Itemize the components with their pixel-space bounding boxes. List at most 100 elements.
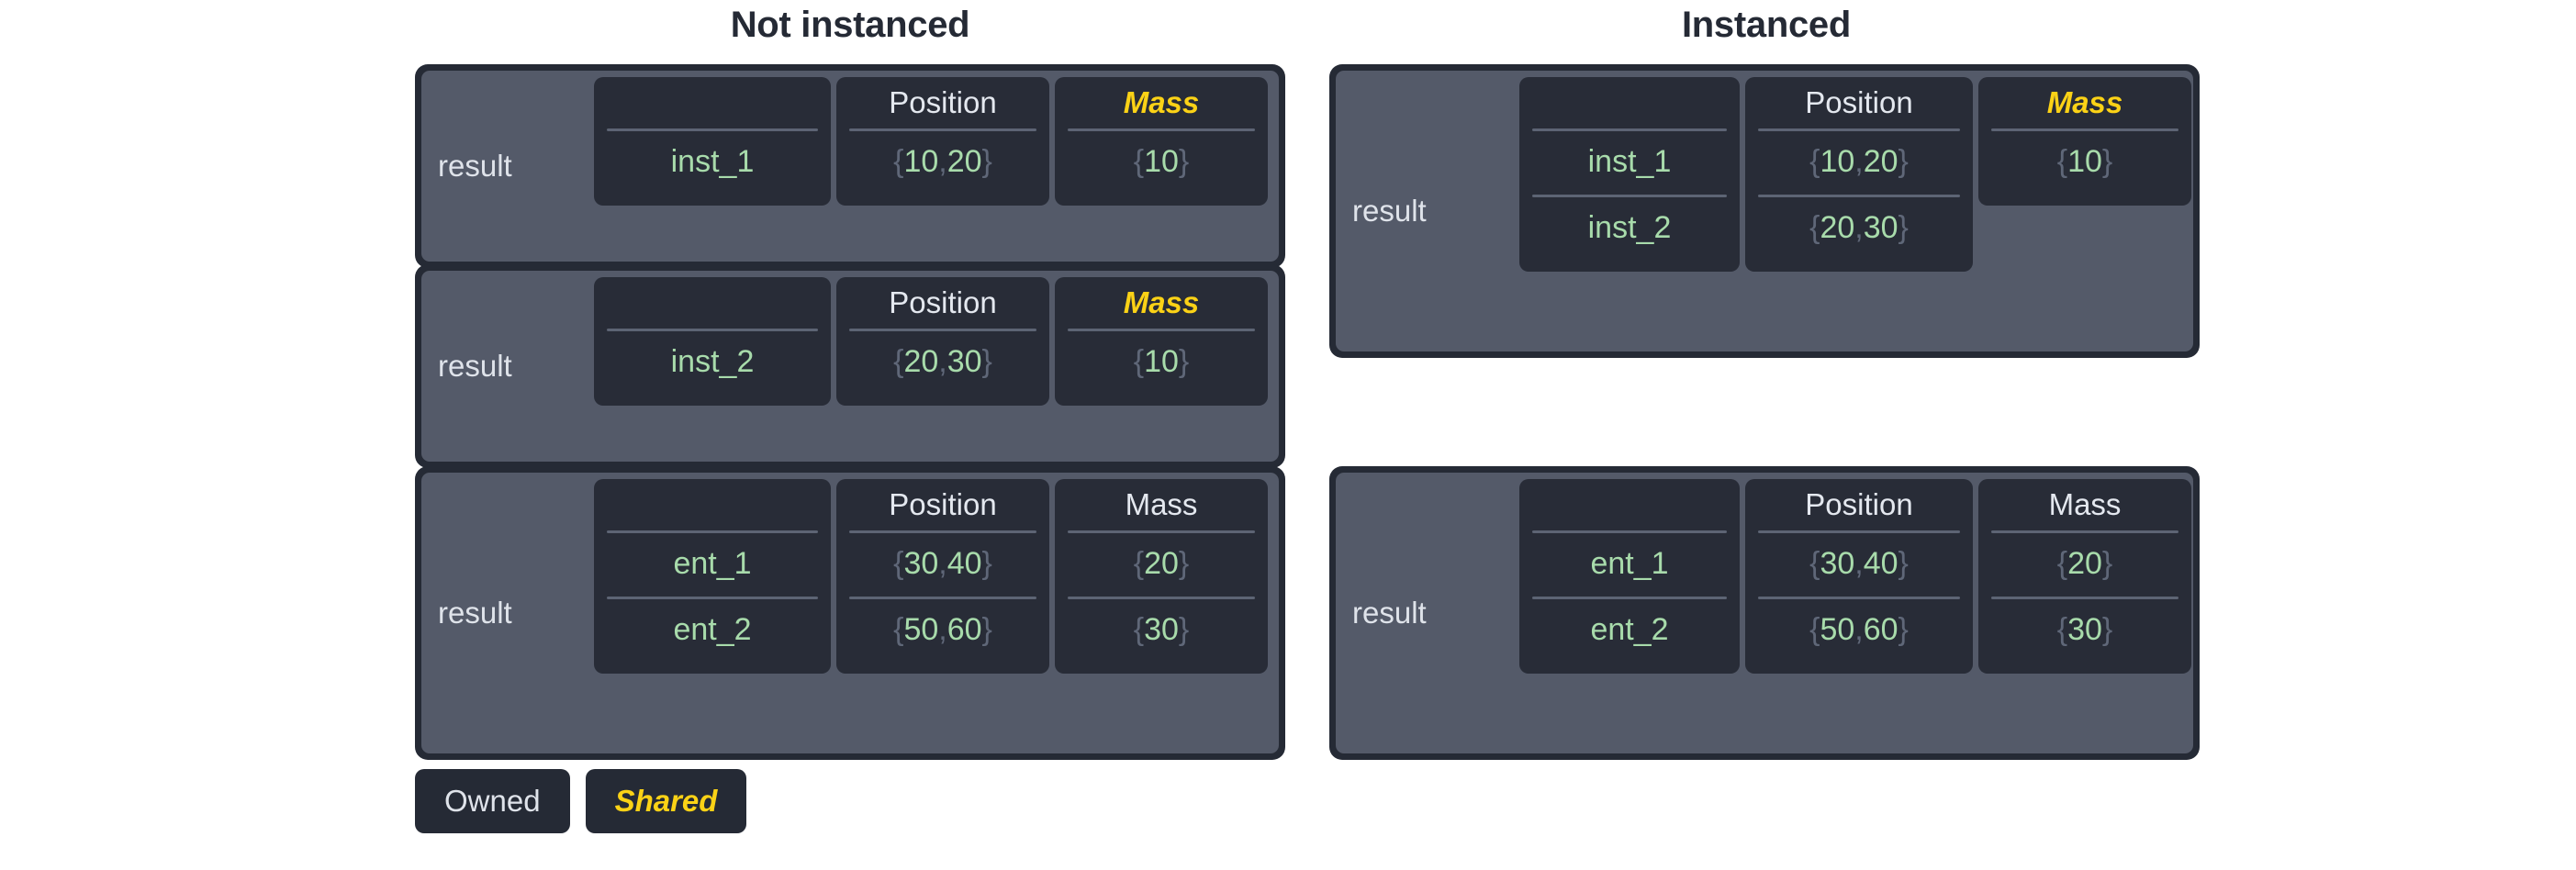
brace-open: { (893, 545, 904, 581)
value-number: 50 (1820, 611, 1855, 647)
brace-close: } (1178, 143, 1190, 179)
cell-position: {30, 40} (836, 530, 1049, 597)
cell-position: {50, 60} (836, 597, 1049, 663)
cell-value: ent_2 (673, 611, 752, 647)
brace-close: } (981, 343, 992, 379)
cell-position: {20, 30} (836, 329, 1049, 395)
brace-close: } (1898, 209, 1909, 245)
value-number: 20 (1144, 545, 1179, 581)
column-position: Position{30, 40}{50, 60} (836, 479, 1049, 674)
column-mass: Mass {10} (1055, 77, 1268, 206)
cell-name: ent_2 (1519, 597, 1740, 663)
value-separator: , (938, 611, 947, 647)
brace-close: } (1178, 545, 1190, 581)
column-header-name (594, 77, 831, 128)
cell-mass: {30} (1055, 597, 1268, 663)
column-header-name (594, 479, 831, 530)
brace-close: } (2101, 545, 2113, 581)
value-number: 30 (1820, 545, 1855, 581)
value-separator: , (1854, 611, 1864, 647)
card-result-label: result (1352, 194, 1427, 228)
column-group: inst_1 Position {10, 20} Mass {10} (594, 71, 1279, 262)
column-position: Position {20, 30} (836, 277, 1049, 406)
value-separator: , (938, 545, 947, 581)
brace-close: } (1178, 611, 1190, 647)
brace-open: { (893, 143, 904, 179)
column-position: Position {10, 20} (836, 77, 1049, 206)
value-number: 20 (946, 143, 982, 179)
value-separator: , (938, 143, 947, 179)
cell-value: ent_2 (1590, 611, 1669, 647)
cell-mass: {30} (1978, 597, 2191, 663)
value-number: 30 (1144, 611, 1179, 647)
column-position: Position{10, 20}{20, 30} (1745, 77, 1973, 272)
value-number: 20 (2067, 545, 2102, 581)
heading-not-instanced: Not instanced (730, 5, 970, 45)
cell-name: inst_1 (594, 128, 831, 195)
brace-close: } (1898, 611, 1909, 647)
column-mass: Mass{20}{30} (1978, 479, 2191, 674)
column-name: ent_1 ent_2 (1519, 479, 1740, 674)
cell-value: inst_2 (1587, 209, 1672, 245)
brace-open: { (1133, 143, 1145, 179)
value-number: 10 (1144, 343, 1179, 379)
column-header-position: Position (1805, 85, 1913, 119)
cell-mass: {20} (1978, 530, 2191, 597)
heading-instanced: Instanced (1681, 5, 1852, 45)
brace-close: } (2101, 611, 2113, 647)
column-header-name (594, 277, 831, 329)
brace-open: { (1133, 611, 1145, 647)
value-number: 60 (1863, 611, 1898, 647)
column-header-mass: Mass (1123, 85, 1200, 119)
cell-value: inst_2 (670, 343, 755, 379)
legend: Owned Shared (415, 769, 747, 833)
card-result-label: result (1352, 596, 1427, 630)
value-number: 10 (903, 143, 939, 179)
column-mass: Mass{10} (1978, 77, 2191, 206)
cell-value: ent_1 (1590, 545, 1669, 581)
brace-open: { (1809, 209, 1820, 245)
value-number: 50 (903, 611, 939, 647)
brace-open: { (893, 611, 904, 647)
column-group: inst_2 Position {20, 30} Mass {10} (594, 271, 1279, 462)
brace-close: } (981, 545, 992, 581)
value-number: 30 (903, 545, 939, 581)
brace-open: { (2056, 143, 2068, 179)
brace-open: { (1133, 343, 1145, 379)
value-separator: , (938, 343, 947, 379)
column-name: inst_2 (594, 277, 831, 406)
value-number: 40 (1863, 545, 1898, 581)
value-number: 60 (946, 611, 982, 647)
value-number: 30 (946, 343, 982, 379)
brace-open: { (1133, 545, 1145, 581)
brace-open: { (1809, 143, 1820, 179)
value-separator: , (1854, 545, 1864, 581)
cell-mass: {10} (1055, 128, 1268, 195)
column-header-mass: Mass (1123, 285, 1200, 319)
column-header-position: Position (889, 285, 997, 319)
column-name: inst_1 (594, 77, 831, 206)
brace-close: } (981, 143, 992, 179)
column-mass: Mass{20}{30} (1055, 479, 1268, 674)
value-number: 40 (946, 545, 982, 581)
column-header-position: Position (889, 85, 997, 119)
value-separator: , (1854, 143, 1864, 179)
brace-open: { (2056, 545, 2068, 581)
cell-name: ent_1 (1519, 530, 1740, 597)
cell-name: inst_2 (594, 329, 831, 395)
legend-chip-shared: Shared (585, 769, 747, 833)
